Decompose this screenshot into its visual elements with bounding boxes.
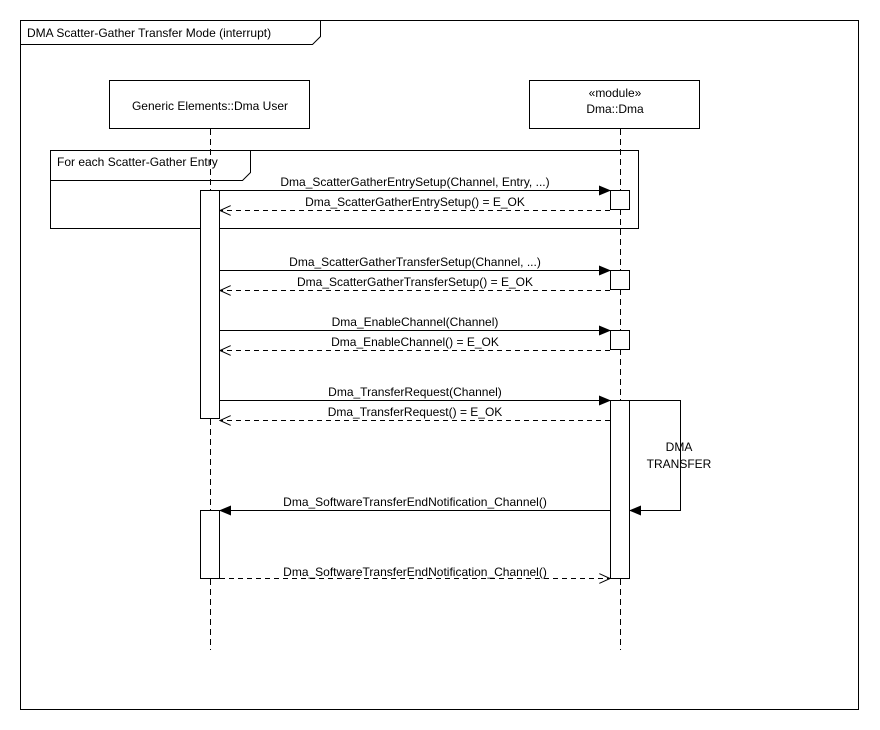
- self-message-label-line1: DMA: [666, 440, 693, 454]
- activation-dma-4: [610, 400, 630, 579]
- lifeline-name-user: Generic Elements::Dma User: [132, 99, 288, 113]
- message-label: Dma_EnableChannel() = E_OK: [331, 335, 499, 349]
- activation-dma-3: [610, 330, 630, 350]
- activation-dma-2: [610, 270, 630, 290]
- self-message-label-line2: TRANSFER: [647, 457, 712, 471]
- frame-title-tab: [20, 20, 321, 45]
- self-message-dma-transfer: DMA TRANSFER: [629, 400, 712, 516]
- activation-dma-1: [610, 190, 630, 210]
- lifeline-stereotype-dma: «module»: [589, 86, 642, 100]
- message-transfer-request-return: Dma_TransferRequest() = E_OK: [220, 405, 610, 421]
- loop-fragment-tab: [50, 150, 251, 181]
- message-transfer-setup: Dma_ScatterGatherTransferSetup(Channel, …: [220, 255, 611, 276]
- message-label: Dma_SoftwareTransferEndNotification_Chan…: [283, 495, 547, 509]
- message-entry-setup-return: Dma_ScatterGatherEntrySetup() = E_OK: [220, 195, 610, 211]
- message-end-notification: Dma_SoftwareTransferEndNotification_Chan…: [219, 495, 610, 516]
- message-enable-channel: Dma_EnableChannel(Channel): [220, 315, 611, 336]
- message-label: Dma_ScatterGatherEntrySetup() = E_OK: [305, 195, 525, 209]
- message-end-notification-return: Dma_SoftwareTransferEndNotification_Chan…: [220, 565, 610, 579]
- frame-title: DMA Scatter-Gather Transfer Mode (interr…: [27, 26, 271, 40]
- activation-user-2: [200, 510, 220, 579]
- message-label: Dma_TransferRequest(Channel): [328, 385, 502, 399]
- loop-fragment: [50, 150, 639, 229]
- message-label: Dma_ScatterGatherEntrySetup(Channel, Ent…: [280, 175, 549, 189]
- activation-user-1: [200, 190, 220, 419]
- message-label: Dma_TransferRequest() = E_OK: [328, 405, 503, 419]
- message-label: Dma_SoftwareTransferEndNotification_Chan…: [283, 565, 547, 579]
- lifeline-head-dma: [529, 80, 700, 129]
- lifeline-name-dma: Dma::Dma: [586, 102, 644, 116]
- lifeline-dma-module: «module» Dma::Dma: [529, 80, 700, 650]
- message-entry-setup: Dma_ScatterGatherEntrySetup(Channel, Ent…: [220, 175, 611, 196]
- lifeline-head-user: [109, 80, 310, 129]
- loop-fragment-label: For each Scatter-Gather Entry: [57, 155, 218, 169]
- message-label: Dma_ScatterGatherTransferSetup() = E_OK: [297, 275, 533, 289]
- message-enable-channel-return: Dma_EnableChannel() = E_OK: [220, 335, 610, 351]
- message-transfer-request: Dma_TransferRequest(Channel): [220, 385, 611, 406]
- message-label: Dma_EnableChannel(Channel): [332, 315, 499, 329]
- diagram-frame: [20, 20, 859, 710]
- message-label: Dma_ScatterGatherTransferSetup(Channel, …: [289, 255, 541, 269]
- message-transfer-setup-return: Dma_ScatterGatherTransferSetup() = E_OK: [220, 275, 610, 291]
